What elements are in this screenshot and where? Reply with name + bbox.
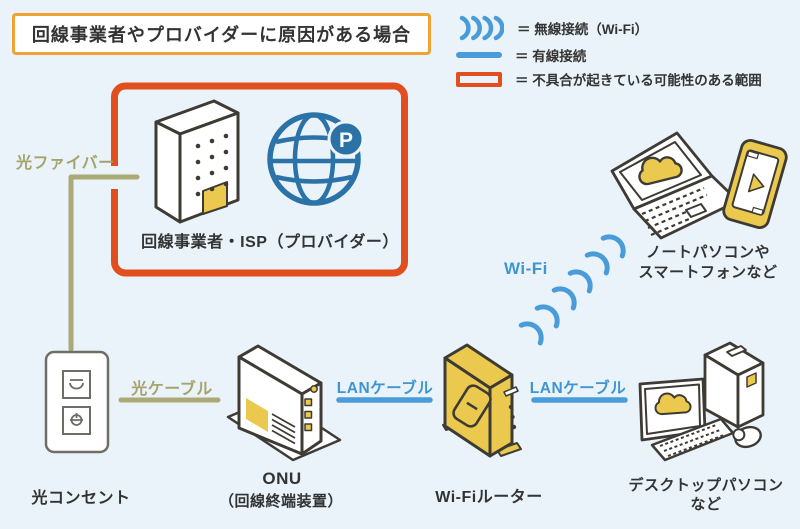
pc-tower-icon: [703, 341, 765, 429]
provider-p-badge: P: [327, 120, 365, 158]
legend-row-wired: ＝ 有線接続: [456, 48, 587, 64]
globe-icon: [267, 112, 361, 206]
fault-range-icon: [456, 71, 502, 87]
p-badge-letter: P: [339, 129, 353, 152]
title-box: 回線事業者やプロバイダーに原因がある場合: [12, 13, 431, 55]
mouse-icon: [732, 425, 762, 449]
provider-label: 回線事業者・ISP（プロバイダー）: [141, 234, 399, 251]
page-title: 回線事業者やプロバイダーに原因がある場合: [31, 25, 412, 45]
fiber-line: [68, 174, 140, 352]
desktop-label-1: デスクトップパソコン: [628, 477, 784, 494]
optical-outlet-label: 光コンセント: [31, 490, 131, 507]
router-icon: [442, 343, 522, 458]
wireless-devices-label-1: ノートパソコンや: [645, 244, 771, 261]
router-label: Wi-Fiルーター: [435, 489, 543, 506]
legend-row-fault: ＝ 不具合が起きている可能性のある範囲: [456, 69, 762, 89]
lan-cable-2-label: LANケーブル: [529, 380, 627, 397]
building-icon: [154, 99, 240, 224]
wireless-devices-label-2: スマートフォンなど: [638, 264, 778, 281]
desktop-pc-icon: [638, 341, 765, 462]
onu-label: ONU: [262, 469, 302, 488]
lan-cable-1-label: LANケーブル: [336, 380, 434, 397]
wifi-waves-icon: [459, 15, 504, 41]
legend-wireless-label: ＝ 無線接続（Wi-Fi）: [517, 22, 649, 37]
onu-sub-label: （回線終端装置）: [218, 493, 344, 510]
wired-line-icon: [456, 52, 502, 58]
optical-cable-label: 光ケーブル: [131, 381, 213, 398]
desktop-label-2: など: [690, 496, 722, 513]
laptop-icon: [610, 131, 740, 240]
legend-wired-label: ＝ 有線接続: [515, 49, 587, 64]
optical-outlet-icon: [44, 350, 110, 454]
smartphone-icon: [722, 138, 788, 230]
wifi-label: Wi-Fi: [504, 259, 548, 278]
onu-icon: [226, 344, 342, 462]
legend-row-wireless: ＝ 無線接続（Wi-Fi）: [456, 15, 648, 41]
legend-fault-label: ＝ 不具合が起きている可能性のある範囲: [515, 73, 762, 88]
wifi-waves: [521, 232, 628, 343]
fiber-label: 光ファイバー: [16, 155, 115, 172]
